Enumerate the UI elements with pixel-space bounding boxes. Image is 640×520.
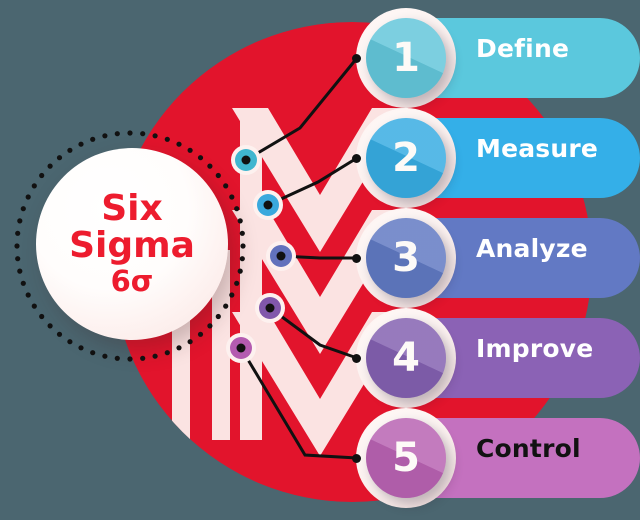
step-label: Measure [476,133,599,163]
connector-line [239,347,358,460]
center-line-2: Sigma [69,225,195,267]
connector-line [269,306,358,360]
step-number-circle[interactable]: 5 [366,418,446,498]
connector-node-center [241,155,251,165]
step-row[interactable]: Measure 2 [352,108,640,208]
step-row[interactable]: Analyze 3 [352,208,640,308]
step-number-wrap: 2 [352,108,456,208]
step-number: 3 [392,235,420,281]
step-label: Improve [476,333,594,363]
step-row[interactable]: Control 5 [352,408,640,508]
step-number-wrap: 1 [352,8,456,108]
step-number-circle[interactable]: 1 [366,18,446,98]
connector-anchor-dot [352,254,361,263]
step-row[interactable]: Improve 4 [352,308,640,408]
step-number: 5 [392,435,420,481]
center-line-1: Six [101,188,163,230]
step-number: 4 [392,335,420,381]
step-number-circle[interactable]: 2 [366,118,446,198]
connector-node-center [236,343,246,353]
center-line-3: 6σ [110,263,154,298]
step-number-circle[interactable]: 4 [366,318,446,398]
connector-line [245,57,359,162]
connector-anchor-dot [352,54,361,63]
step-number-wrap: 3 [352,208,456,308]
step-label: Define [476,33,570,63]
connector-anchor-dot [352,454,361,463]
step-number-wrap: 4 [352,308,456,408]
step-row[interactable]: Define 1 [352,8,640,108]
connector-node-center [263,200,273,210]
connector-line [267,156,358,207]
step-label: Analyze [476,233,588,263]
connector-node-center [276,251,286,261]
connector-node-center [265,303,275,313]
connector-anchor-dot [352,154,361,163]
step-label: Control [476,433,581,463]
step-number: 1 [392,35,420,81]
step-number-wrap: 5 [352,408,456,508]
step-number-circle[interactable]: 3 [366,218,446,298]
step-number: 2 [392,135,420,181]
connector-anchor-dot [352,354,361,363]
six-sigma-medallion [36,148,228,340]
six-sigma-label: Six Sigma 6σ [36,148,228,340]
